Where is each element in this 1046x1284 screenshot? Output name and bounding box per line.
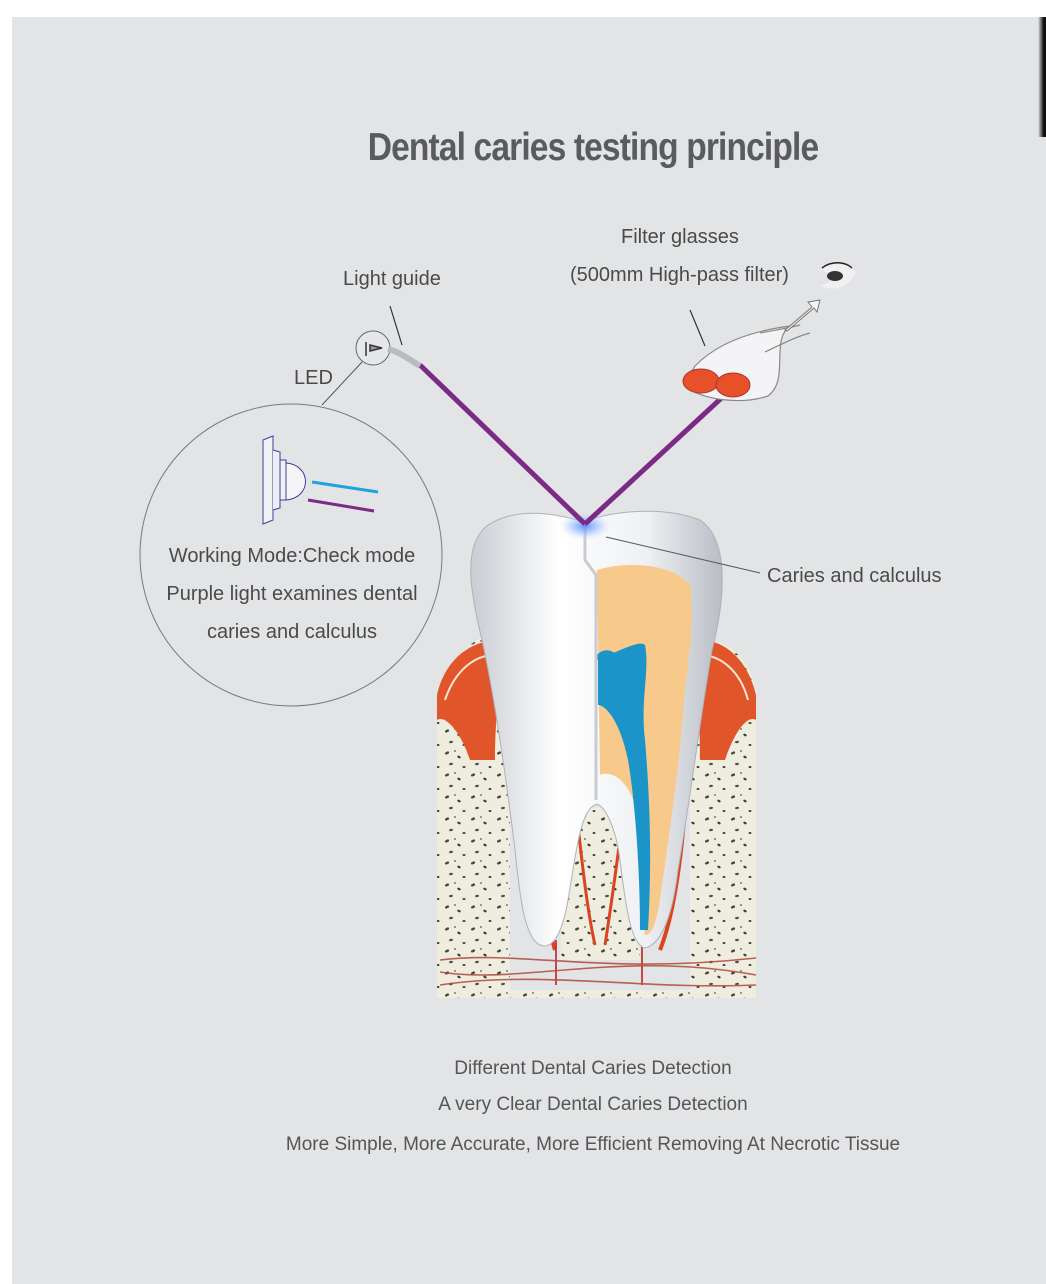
- led-label: LED: [294, 367, 333, 390]
- light-guide-icon: [356, 306, 420, 366]
- blue-light-ray: [312, 482, 378, 492]
- inset-description-line1: Purple light examines dental: [141, 583, 443, 606]
- eye-icon: [785, 263, 856, 331]
- filter-glasses-label: Filter glasses: [621, 226, 739, 249]
- footer-line-2: A very Clear Dental Caries Detection: [0, 1094, 1046, 1116]
- inset-mode-text: Working Mode:Check mode: [141, 545, 443, 568]
- footer-line-1: Different Dental Caries Detection: [0, 1058, 1046, 1080]
- caries-glow: [559, 512, 611, 540]
- incident-purple-beam: [420, 365, 585, 524]
- purple-light-ray: [308, 500, 374, 511]
- inset-description-line2: caries and calculus: [141, 621, 443, 644]
- filter-glasses-icon: [683, 325, 810, 400]
- reflected-purple-beam: [585, 392, 728, 524]
- caries-calculus-label: Caries and calculus: [767, 565, 942, 588]
- filter-spec-label: (500mm High-pass filter): [570, 264, 789, 287]
- light-guide-label: Light guide: [343, 268, 441, 291]
- footer-line-3: More Simple, More Accurate, More Efficie…: [0, 1134, 1046, 1156]
- glasses-pointer-line: [690, 310, 705, 346]
